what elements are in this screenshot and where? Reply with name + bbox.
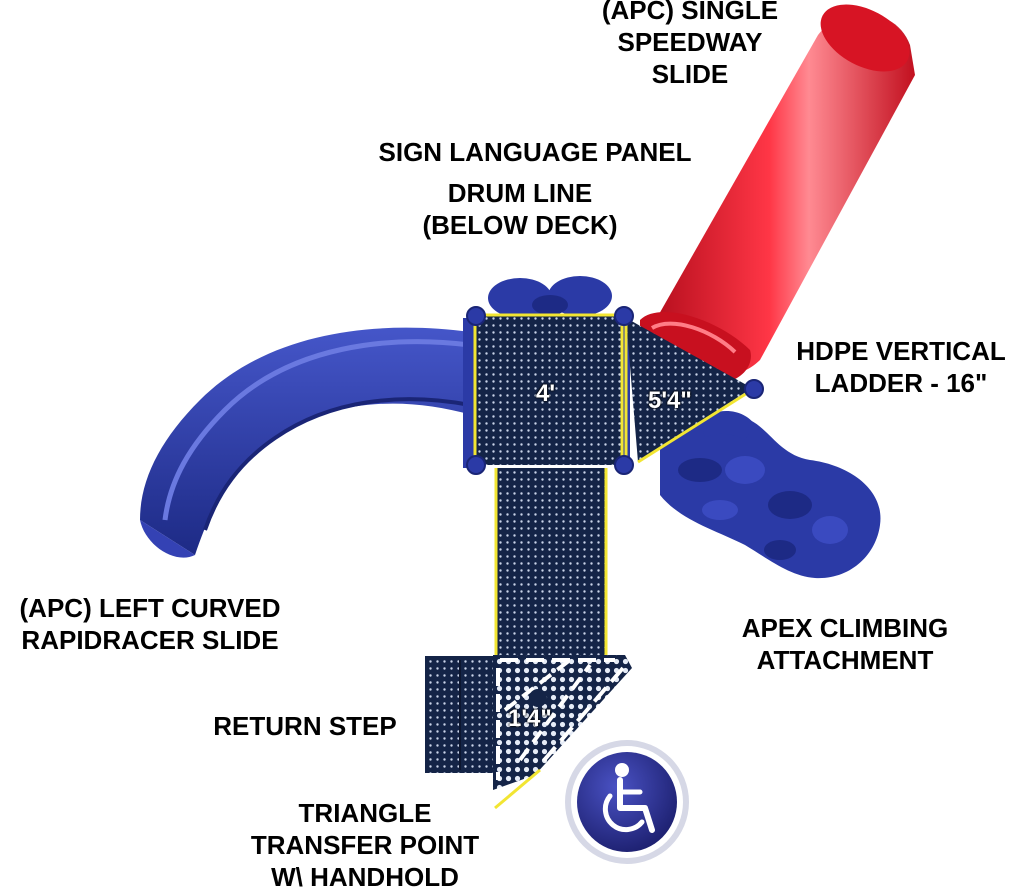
label-curved-slide: (APC) LEFT CURVED RAPIDRACER SLIDE: [0, 592, 300, 656]
apex-climbing-attachment: [660, 416, 881, 579]
label-line: (BELOW DECK): [422, 210, 618, 240]
label-line: TRANSFER POINT: [250, 830, 480, 860]
speedway-slide: [640, 4, 915, 383]
label-line: RAPIDRACER SLIDE: [21, 625, 279, 655]
vertical-ladder: [700, 410, 755, 440]
label-line: SPEEDWAY: [617, 27, 763, 57]
drum-line: [488, 276, 612, 318]
label-line: TRIANGLE: [298, 798, 432, 828]
label-line: RETURN STEP: [213, 711, 397, 741]
label-drum-line: DRUM LINE (BELOW DECK): [395, 177, 645, 241]
transfer-point-deck: [493, 655, 632, 810]
label-speedway-slide: (APC) SINGLE SPEEDWAY SLIDE: [560, 0, 820, 90]
label-sign-panel: SIGN LANGUAGE PANEL: [345, 136, 725, 168]
deck-height-square: 4': [536, 380, 556, 407]
label-line: ATTACHMENT: [756, 645, 934, 675]
label-line: (APC) SINGLE: [601, 0, 779, 25]
post-caps: [466, 306, 764, 475]
label-transfer-point: TRIANGLE TRANSFER POINT W\ HANDHOLD: [225, 797, 505, 893]
return-step-platform: [425, 656, 495, 773]
deck-height-transfer: 1'4": [508, 705, 552, 732]
label-line: W\ HANDHOLD: [271, 862, 459, 892]
label-line: APEX CLIMBING: [741, 613, 949, 643]
label-apex-climbing: APEX CLIMBING ATTACHMENT: [715, 612, 975, 676]
label-line: SIGN LANGUAGE PANEL: [378, 137, 692, 167]
label-line: DRUM LINE: [447, 178, 593, 208]
label-line: SLIDE: [651, 59, 729, 89]
ramp-walkway: [494, 468, 608, 660]
label-vertical-ladder: HDPE VERTICAL LADDER - 16": [770, 335, 1032, 399]
label-line: HDPE VERTICAL: [796, 336, 1006, 366]
deck-height-triangle: 5'4": [648, 387, 692, 414]
wheelchair-accessibility-icon: [565, 740, 689, 864]
label-line: LADDER - 16": [814, 368, 988, 398]
curved-slide: [140, 327, 472, 558]
label-line: (APC) LEFT CURVED: [19, 593, 281, 623]
square-deck: [473, 313, 624, 465]
triangle-deck: [624, 318, 753, 464]
label-return-step: RETURN STEP: [195, 710, 415, 742]
